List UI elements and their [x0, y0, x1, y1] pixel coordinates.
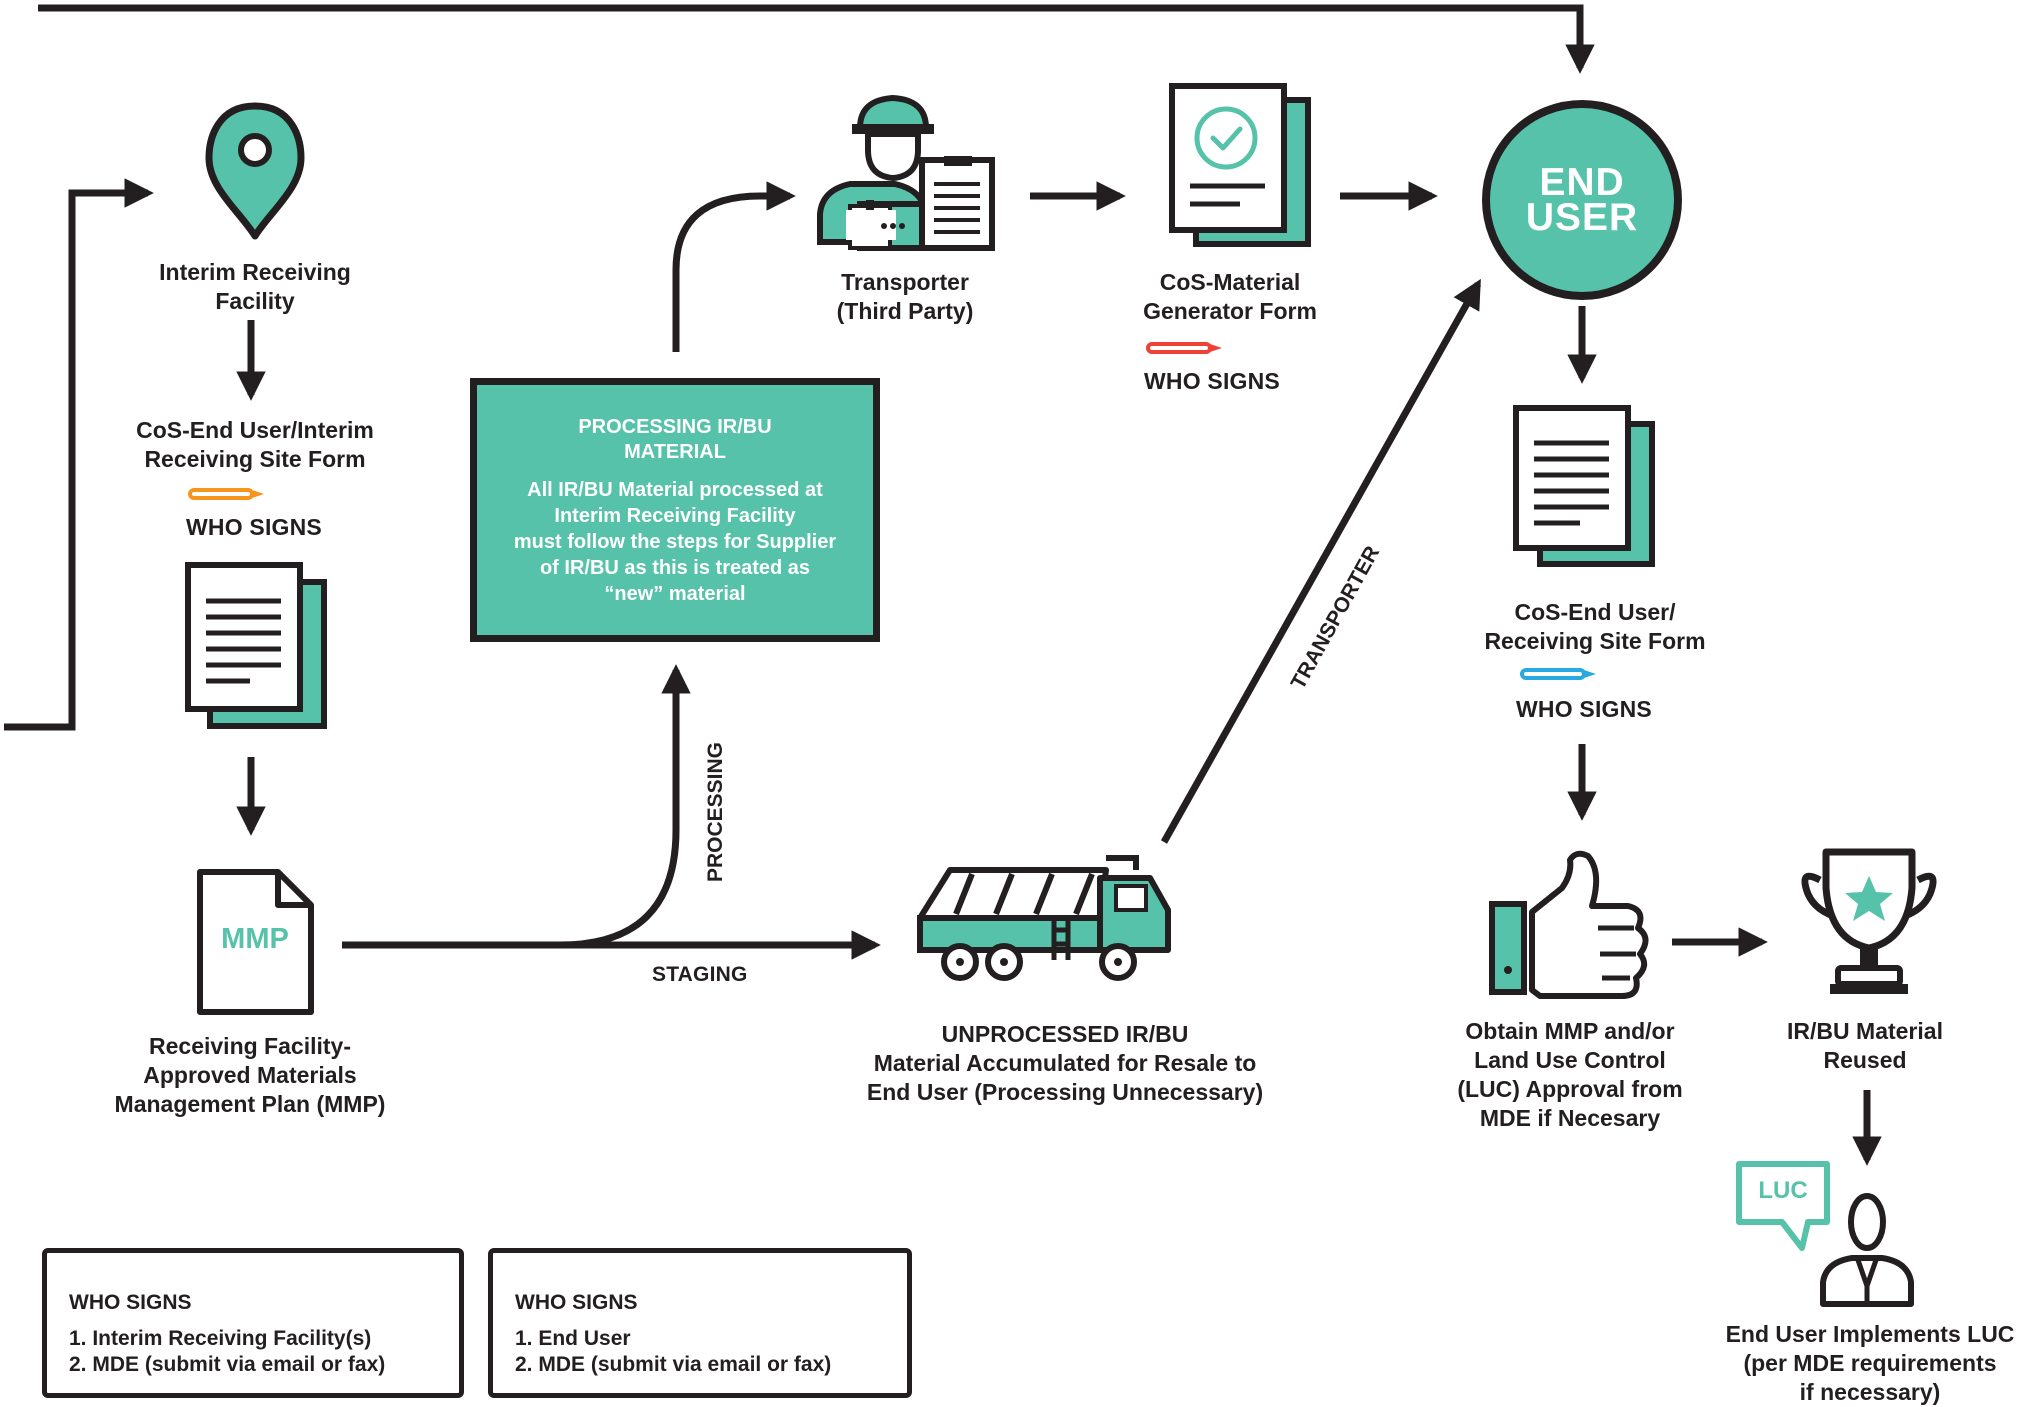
mmp-document-icon [197, 869, 314, 1015]
who-signs-label: WHO SIGNS [186, 514, 322, 540]
dump-truck-icon [917, 855, 1171, 981]
label-unprocessed: UNPROCESSED IR/BU Material Accumulated f… [866, 1021, 1264, 1105]
label-interim-facility: Interim Receiving Facility [159, 259, 351, 314]
legend-item: 2. MDE (submit via email or fax) [69, 1353, 386, 1376]
legend-item: 1. Interim Receiving Facility(s) [69, 1327, 372, 1350]
label-reused: IR/BU Material Reused [1787, 1018, 1943, 1073]
arrow-icon [4, 178, 154, 731]
connector-arrows [4, 4, 1882, 1166]
person-icon [1820, 1193, 1914, 1307]
label-transporter-third-party: Transporter (Third Party) [836, 269, 974, 324]
worker-icon [817, 94, 995, 251]
edge-label-processing: PROCESSING [704, 741, 728, 883]
legend-box-blue: WHO SIGNS 1. End User 2. MDE (submit via… [488, 1248, 912, 1398]
document-icon [1513, 405, 1655, 567]
legend-item: 1. End User [515, 1327, 631, 1350]
label-cos-end-user-interim: CoS-End User/Interim Receiving Site Form [136, 417, 374, 472]
processing-title: PROCESSING IR/BU MATERIAL [578, 416, 772, 463]
who-signs-label: WHO SIGNS [1516, 696, 1652, 722]
pen-icon [1520, 668, 1596, 680]
label-cos-end-user-receiving: CoS-End User/ Receiving Site Form [1484, 599, 1706, 654]
legend-item: 2. MDE (submit via email or fax) [515, 1353, 832, 1376]
edge-label-staging: STAGING [652, 963, 748, 986]
trophy-icon [1801, 848, 1937, 994]
legend-title: WHO SIGNS [69, 1291, 192, 1314]
arrow-icon [38, 4, 1595, 74]
label-obtain-mmp: Obtain MMP and/or Land Use Control (LUC)… [1457, 1018, 1683, 1131]
luc-speech-bubble-icon [1736, 1161, 1830, 1251]
processing-body: All IR/BU Material processed at Interim … [513, 479, 837, 605]
end-user-line2: USER [1525, 196, 1639, 239]
label-implements-luc: End User Implements LUC (per MDE require… [1725, 1321, 2015, 1405]
arrow-icon [1160, 278, 1482, 844]
luc-bubble-text: LUC [1758, 1177, 1808, 1204]
document-icon [185, 562, 327, 729]
legend-title: WHO SIGNS [515, 1291, 638, 1314]
legend-box-orange: WHO SIGNS 1. Interim Receiving Facility(… [42, 1248, 464, 1398]
location-pin-icon [205, 102, 305, 240]
arrow-icon [672, 181, 796, 352]
end-user-node: END USER [1482, 100, 1682, 300]
thumbs-up-icon [1489, 850, 1649, 999]
certificate-icon [1169, 83, 1311, 247]
pen-icon [1146, 342, 1222, 354]
label-cos-material-generator: CoS-Material Generator Form [1143, 269, 1317, 324]
end-user-line1: END [1539, 161, 1625, 204]
label-mmp-plan: Receiving Facility- Approved Materials M… [114, 1033, 386, 1117]
pen-icon [188, 488, 264, 500]
arrow-icon [559, 664, 691, 949]
processing-box: PROCESSING IR/BU MATERIAL All IR/BU Mate… [470, 378, 880, 642]
mmp-icon-text: MMP [221, 923, 289, 955]
who-signs-label: WHO SIGNS [1144, 368, 1280, 394]
